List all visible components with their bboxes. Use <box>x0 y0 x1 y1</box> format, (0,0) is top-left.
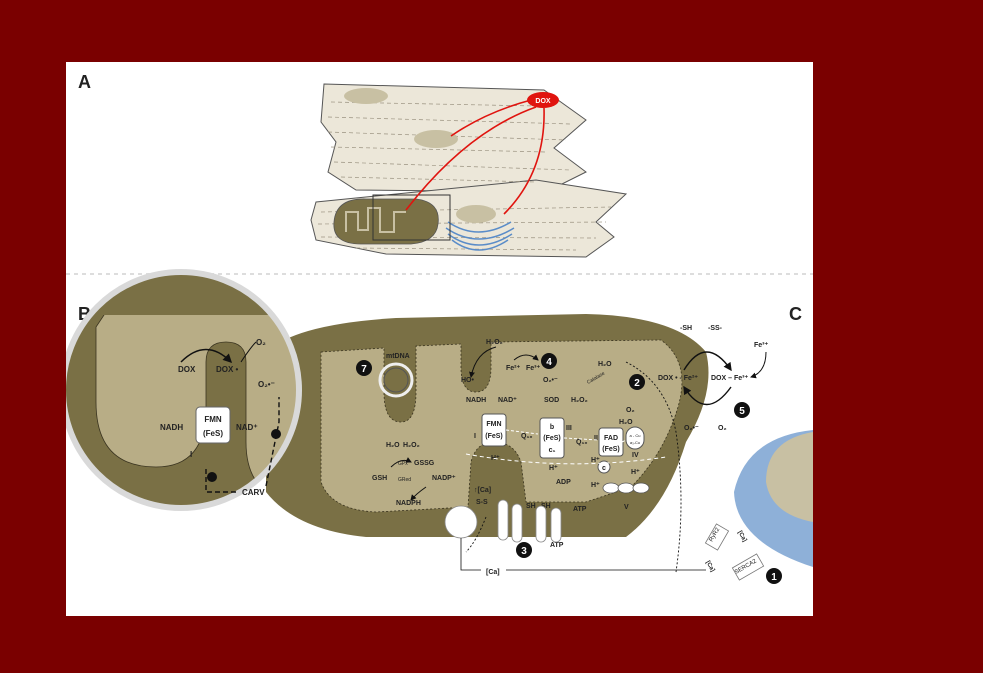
etc-fes-2: (FeS) <box>543 435 561 442</box>
ca-flux-line <box>461 538 706 570</box>
etc-fad: FAD <box>604 435 618 442</box>
c-dox-fe3: DOX – Fe³⁺ <box>711 375 748 382</box>
ros-fe2: Fe²⁺ <box>506 365 521 372</box>
c-fe3-arrow <box>751 352 766 377</box>
etc-q10-b: Q₁₀ <box>576 439 588 446</box>
etc-nad: NAD⁺ <box>498 397 517 404</box>
etc-complex-iv-label: IV <box>632 452 639 459</box>
ca-up: ↑[Ca] <box>474 487 491 494</box>
etc-hplus-2: H⁺ <box>549 465 558 472</box>
zoom-nadh: NADH <box>160 423 183 432</box>
gsh-nadph: NADPH <box>396 500 421 507</box>
etc-a-cu: a - Cu <box>630 433 641 438</box>
ros-h2o2-mid: H₂O₂ <box>571 397 588 404</box>
etc-o2: O₂ <box>626 407 635 414</box>
mechanism-diagram: A DOX B C <box>66 62 813 616</box>
panel-label-c: C <box>789 304 802 324</box>
figure-panel: A DOX B C <box>66 62 813 616</box>
etc-c1: c₁ <box>549 447 556 454</box>
zoom-o2rad: O₂•⁻ <box>258 380 275 389</box>
etc-complex-iii-label: III <box>566 425 572 432</box>
gsh-gpx: GPx <box>398 461 408 467</box>
ion-channels <box>445 500 561 542</box>
etc-cyt-c-label: c <box>602 465 606 472</box>
etc-fes-3: (FeS) <box>602 446 620 453</box>
step-7-label: 7 <box>361 364 367 375</box>
nucleus-top-center <box>414 130 458 148</box>
zoom-o2: O₂ <box>256 338 266 347</box>
gsh-h2o: H₂O <box>386 442 400 449</box>
gsh-gsh: GSH <box>372 475 387 482</box>
ros-fe3: Fe³⁺ <box>526 365 541 372</box>
atp-synthase <box>603 483 649 493</box>
etc-q10-a: Q₁₀ <box>521 433 533 440</box>
c-o2: O₂ <box>718 425 727 432</box>
sr-ca-1: [Ca] <box>736 530 747 543</box>
ca-bottom: [Ca] <box>486 569 500 576</box>
gsh-gred: GRed <box>398 477 411 483</box>
gsh-h2o2: H₂O₂ <box>403 442 420 449</box>
gsh-gssg: GSSG <box>414 460 435 467</box>
c-dox-fe2: DOX • - Fe²⁺ <box>658 375 698 382</box>
atp-adp: ADP <box>556 479 571 486</box>
step-2-label: 2 <box>634 378 640 389</box>
etc-hplus-4: H⁺ <box>631 469 640 476</box>
step-4-label: 4 <box>546 357 552 368</box>
step-5-label: 5 <box>739 406 745 417</box>
etc-b: b <box>550 424 554 431</box>
c-sh: -SH <box>680 325 692 332</box>
nucleus-top-left <box>344 88 388 104</box>
ca-sh-1: SH <box>526 503 536 510</box>
zoom-dox: DOX <box>178 365 196 374</box>
atp-atp-2: ATP <box>550 542 564 549</box>
ros-h2o: H₂O <box>598 361 612 368</box>
etc-complex-i-label: I <box>474 433 476 440</box>
step-3-label: 3 <box>521 546 527 557</box>
zoom-fes: (FeS) <box>203 429 223 438</box>
atp-hplus: H⁺ <box>591 482 600 489</box>
etc-fes: (FeS) <box>485 433 503 440</box>
step-1-label: 1 <box>771 572 777 583</box>
ros-h2o2: H₂O₂ <box>486 339 503 346</box>
c-o2rad: O₂•⁻ <box>684 425 699 432</box>
etc-fmn: FMN <box>486 421 501 428</box>
atp-complex-v: V <box>624 504 629 511</box>
panel-label-a: A <box>78 72 91 92</box>
mitochondrion-small <box>334 199 438 244</box>
c-fe3: Fe³⁺ <box>754 342 769 349</box>
etc-h2o: H₂O <box>619 419 633 426</box>
ros-ho: HO• <box>461 377 475 384</box>
ros-sod: SOD <box>544 397 559 404</box>
zoom-inhibit-icon-1 <box>207 472 217 482</box>
cardiomyocyte-group: DOX <box>311 84 626 257</box>
zoom-complex-label: I <box>190 450 192 459</box>
etc-complex-i <box>482 414 506 446</box>
dox-badge-label: DOX <box>535 98 551 105</box>
etc-a3-cu: a₃-Cu <box>630 440 640 445</box>
sr-ca-2: [Ca] <box>704 560 715 573</box>
atp-atp: ATP <box>573 506 587 513</box>
ca-ss: S-S <box>476 499 488 506</box>
ros-o2rad: O₂•⁻ <box>543 377 558 384</box>
zoom-nad: NAD⁺ <box>236 423 258 432</box>
gsh-nadp: NADP⁺ <box>432 475 456 482</box>
zoom-dox-rad: DOX • <box>216 365 239 374</box>
mtdna-label: mtDNA <box>386 353 410 360</box>
zoom-inhibit-icon-2 <box>271 429 281 439</box>
zoom-fmn: FMN <box>204 415 222 424</box>
zoom-carv: CARV <box>242 488 265 497</box>
nucleus-bottom <box>456 205 496 223</box>
c-ss: -SS- <box>708 325 723 332</box>
etc-complex-ii-label: II <box>594 435 598 442</box>
etc-nadh: NADH <box>466 397 486 404</box>
etc-complex-iv <box>626 427 644 449</box>
